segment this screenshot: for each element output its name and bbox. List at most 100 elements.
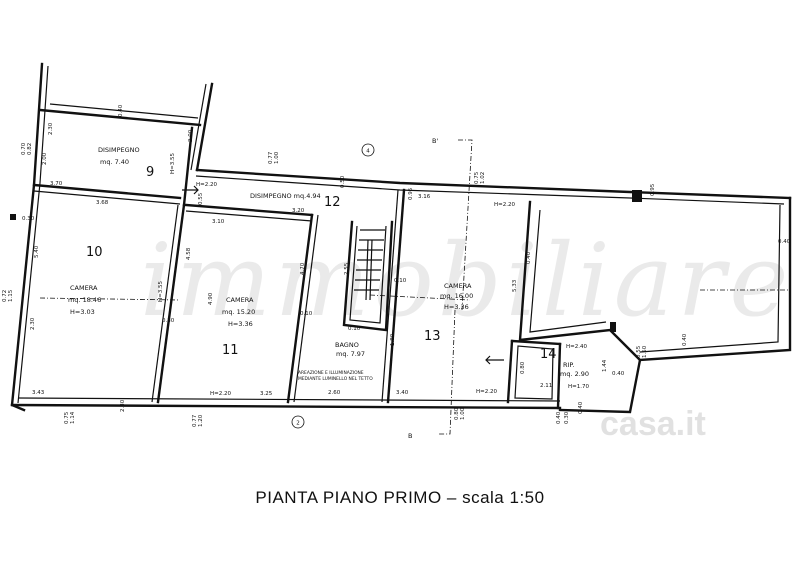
svg-text:MEDIANTE LUMINELLO NEL TETTO: MEDIANTE LUMINELLO NEL TETTO <box>298 376 373 382</box>
svg-text:3.20: 3.20 <box>292 208 305 214</box>
svg-text:11: 11 <box>222 343 239 358</box>
svg-text:BAGNO: BAGNO <box>335 341 359 349</box>
svg-text:3.25: 3.25 <box>260 391 273 397</box>
svg-text:0.82: 0.82 <box>27 143 33 155</box>
svg-text:mq. 2.90: mq. 2.90 <box>560 370 589 378</box>
svg-text:CAMERA: CAMERA <box>226 296 254 304</box>
svg-text:0.95: 0.95 <box>408 187 414 200</box>
svg-text:H=2.20: H=2.20 <box>494 202 515 208</box>
svg-text:0.77: 0.77 <box>192 414 198 427</box>
svg-text:0.30: 0.30 <box>22 216 35 222</box>
svg-text:H=3.36: H=3.36 <box>444 303 469 311</box>
marker-two: 2 <box>291 415 305 429</box>
svg-text:mq. 7.40: mq. 7.40 <box>100 158 129 166</box>
dimensions: 2.30 0.40 2.00 0.70 0.82 2.00 H=3.55 3.7… <box>2 104 791 427</box>
svg-text:0.95: 0.95 <box>650 183 656 196</box>
svg-text:3.40: 3.40 <box>396 390 409 396</box>
svg-text:0.40: 0.40 <box>578 401 584 414</box>
svg-text:2.00: 2.00 <box>42 152 48 165</box>
svg-text:2.60: 2.60 <box>328 390 341 396</box>
svg-text:12: 12 <box>324 195 341 210</box>
svg-text:2.00: 2.00 <box>188 129 194 142</box>
svg-text:0.40: 0.40 <box>612 371 625 377</box>
svg-text:H=3.03: H=3.03 <box>70 308 95 316</box>
svg-text:0.80: 0.80 <box>520 361 526 374</box>
svg-text:H=3.55: H=3.55 <box>170 153 176 174</box>
svg-text:1.80: 1.80 <box>390 333 396 346</box>
svg-text:4: 4 <box>366 149 370 155</box>
svg-text:4.70: 4.70 <box>300 262 306 275</box>
svg-text:0.30: 0.30 <box>564 411 570 424</box>
svg-text:0.75: 0.75 <box>474 171 480 184</box>
svg-text:2.30: 2.30 <box>120 399 126 412</box>
svg-text:4.58: 4.58 <box>186 247 192 260</box>
svg-text:0.30: 0.30 <box>162 318 175 324</box>
room-10: 10 CAMERA mq. 18.46 H=3.03 <box>68 245 103 316</box>
plan-title: PIANTA PIANO PRIMO – scala 1:50 <box>255 488 545 507</box>
svg-text:2.30: 2.30 <box>48 122 54 135</box>
staircase <box>354 229 385 301</box>
watermark-text: immobiliare <box>140 222 793 339</box>
svg-text:DISIMPEGNO: DISIMPEGNO <box>98 146 140 154</box>
svg-text:AREAZIONE E ILLUMINAZIONE: AREAZIONE E ILLUMINAZIONE <box>298 370 364 376</box>
svg-text:3.68: 3.68 <box>96 200 109 206</box>
svg-text:1.50: 1.50 <box>642 345 648 358</box>
svg-text:1.20: 1.20 <box>198 414 204 427</box>
svg-text:4.90: 4.90 <box>208 292 214 305</box>
svg-text:0.55: 0.55 <box>198 192 204 205</box>
svg-text:mq. 15.20: mq. 15.20 <box>222 308 255 316</box>
svg-text:1.15: 1.15 <box>8 289 14 302</box>
svg-text:0.55: 0.55 <box>636 345 642 358</box>
svg-text:2.11: 2.11 <box>540 383 552 389</box>
svg-text:mq. 7.97: mq. 7.97 <box>336 350 365 358</box>
svg-text:0.40: 0.40 <box>526 251 532 264</box>
svg-text:1.44: 1.44 <box>602 359 608 372</box>
svg-text:0.40: 0.40 <box>682 333 688 346</box>
room-11: CAMERA mq. 15.20 H=3.36 11 <box>222 296 255 358</box>
svg-text:H=3.36: H=3.36 <box>228 320 253 328</box>
svg-text:mq. 18.46: mq. 18.46 <box>68 296 101 304</box>
svg-text:1.02: 1.02 <box>480 172 486 184</box>
svg-text:0.40: 0.40 <box>556 411 562 424</box>
room-13: CAMERA mq. 16.00 H=3.36 13 <box>424 282 473 344</box>
svg-text:1.00: 1.00 <box>274 151 280 164</box>
marker-four: 4 <box>361 143 375 157</box>
section-label-top: B' <box>432 137 438 145</box>
svg-text:CAMERA: CAMERA <box>444 282 472 290</box>
svg-text:2.30: 2.30 <box>30 317 36 330</box>
svg-text:10: 10 <box>86 245 103 260</box>
svg-text:5.40: 5.40 <box>34 245 40 258</box>
room-14: 14 H=2.40 RIP. mq. 2.90 H=1.70 <box>540 344 589 390</box>
room-bagno: BAGNO mq. 7.97 AREAZIONE E ILLUMINAZIONE… <box>298 341 373 382</box>
room-12: DISIMPEGNO mq.4.94 H=2.20 12 <box>196 182 341 210</box>
svg-text:0.50: 0.50 <box>340 175 346 188</box>
svg-text:H=2.20: H=2.20 <box>210 391 231 397</box>
svg-text:2: 2 <box>296 421 300 427</box>
svg-text:13: 13 <box>424 329 441 344</box>
svg-text:DISIMPEGNO mq.4.94: DISIMPEGNO mq.4.94 <box>250 192 321 200</box>
section-label-bottom: B <box>408 432 412 440</box>
svg-text:0.40: 0.40 <box>778 239 791 245</box>
svg-text:H=2.20: H=2.20 <box>476 389 497 395</box>
svg-text:5.33: 5.33 <box>512 279 518 292</box>
section-lines <box>39 139 790 435</box>
svg-text:9: 9 <box>146 165 154 180</box>
svg-text:2.55: 2.55 <box>344 262 350 275</box>
svg-text:0.10: 0.10 <box>394 278 407 284</box>
svg-text:mq. 16.00: mq. 16.00 <box>440 292 473 300</box>
walls <box>10 62 792 414</box>
svg-text:3.10: 3.10 <box>212 219 225 225</box>
svg-text:RIP.: RIP. <box>563 361 574 369</box>
svg-text:H=2.20: H=2.20 <box>196 182 217 188</box>
svg-text:H=2.40: H=2.40 <box>566 344 587 350</box>
svg-text:14: 14 <box>540 347 557 362</box>
svg-text:1.14: 1.14 <box>70 411 76 424</box>
svg-text:H=3.55: H=3.55 <box>158 281 164 302</box>
svg-text:0.10: 0.10 <box>348 326 361 332</box>
svg-text:0.10: 0.10 <box>300 311 313 317</box>
svg-text:0.75: 0.75 <box>64 411 70 424</box>
svg-text:3.70: 3.70 <box>50 181 63 187</box>
svg-text:0.40: 0.40 <box>118 104 124 117</box>
svg-text:1.00: 1.00 <box>460 407 466 420</box>
svg-text:0.77: 0.77 <box>268 151 274 164</box>
